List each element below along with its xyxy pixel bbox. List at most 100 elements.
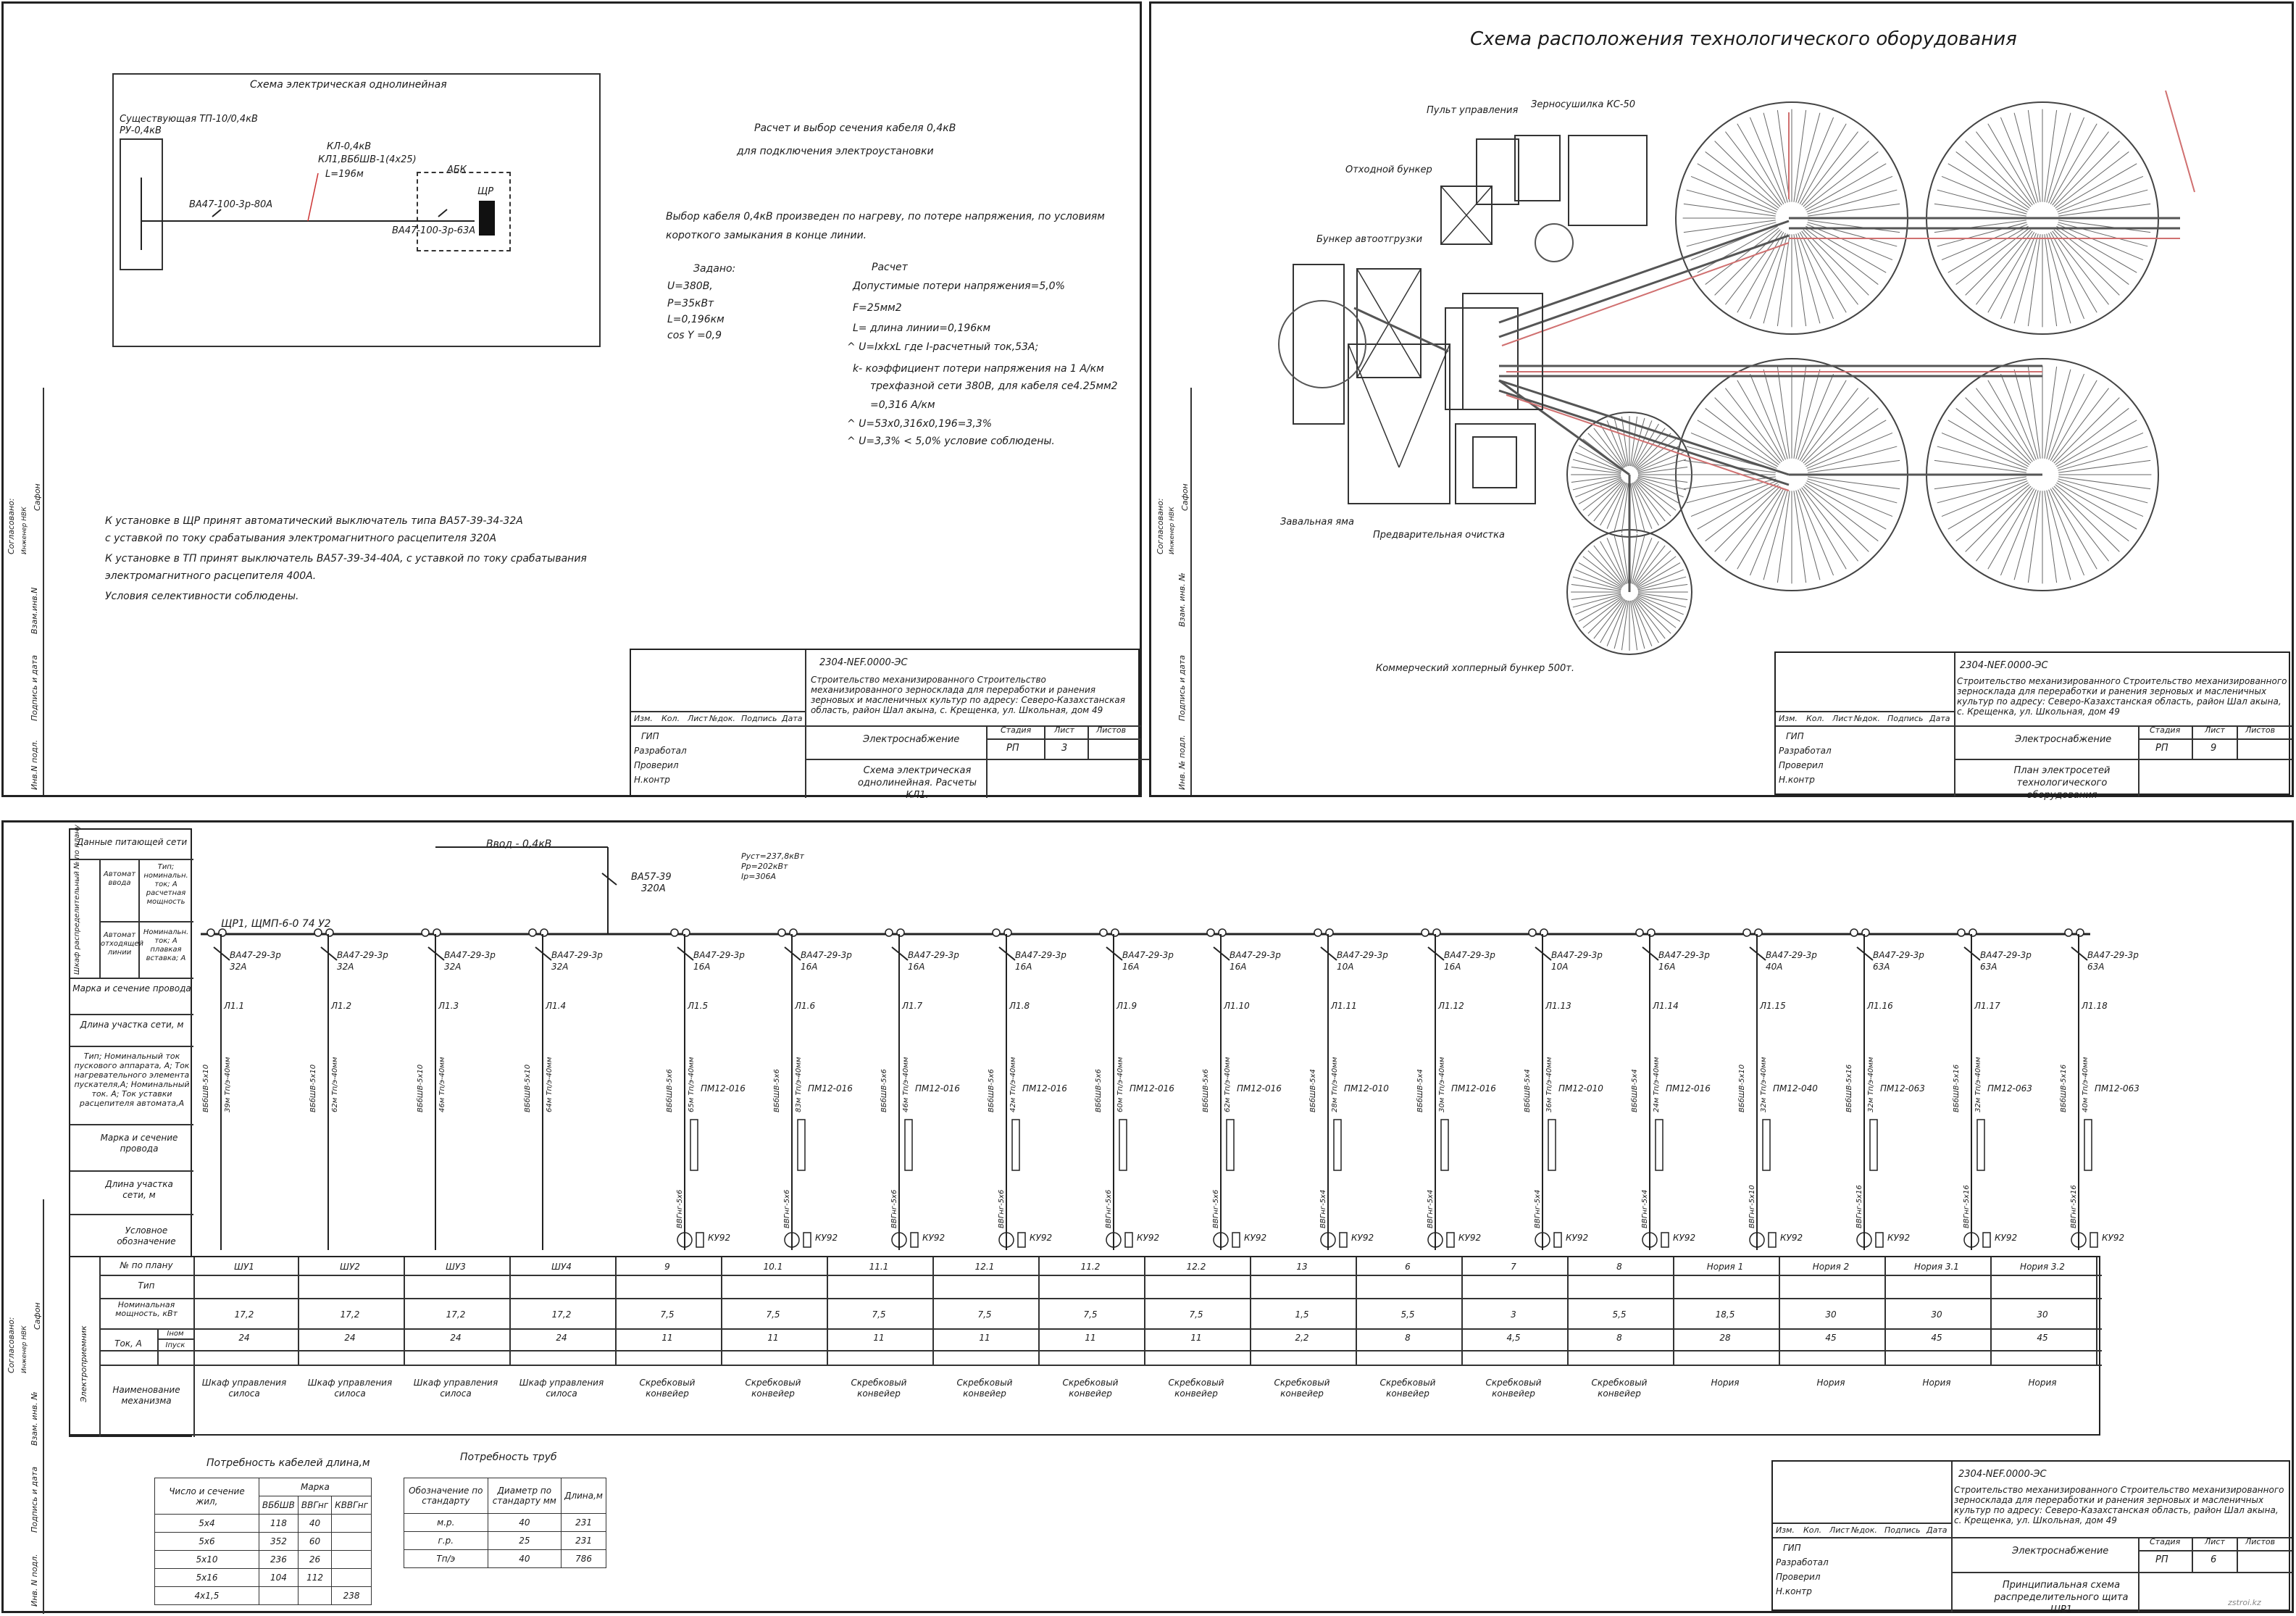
feeder-cable: ВБбШВ-5х4 <box>1416 1069 1424 1112</box>
stamp-sheets-h: Листов <box>1096 725 1127 735</box>
stamp-doc: Схема электрическая однолинейная. Расчет… <box>857 765 977 801</box>
recv-plan: ШУ3 <box>446 1262 466 1272</box>
recv-p: 7,5 <box>872 1309 886 1320</box>
feeder-breaker-amp: 32А <box>551 962 569 972</box>
recv-p: 5,5 <box>1612 1309 1627 1320</box>
feeder-breaker: ВА47-29-3р <box>1444 950 1495 960</box>
recv-mech: Нория <box>2028 1378 2057 1388</box>
feeder-starter: ПМ12-010 <box>1344 1083 1389 1094</box>
stamp-col-ndok: №док. <box>1854 714 1880 723</box>
stamp-role-2: Проверил <box>1779 760 1824 770</box>
cable-len-label: L=196м <box>325 169 364 180</box>
feeder-breaker: ВА47-29-3р <box>693 950 745 960</box>
feeder-cable: ВБбШВ-5х6 <box>773 1069 781 1112</box>
feeder-symbol: КУ92 <box>708 1233 731 1243</box>
recv-p: 30 <box>1825 1309 1837 1320</box>
feeder-line-id: Л1.2 <box>331 1001 352 1011</box>
recv-mech: Скребковый конвейер <box>1062 1378 1119 1399</box>
feeder-breaker: ВА47-29-3р <box>337 950 388 960</box>
row-length: Длина участка сети, м <box>80 1020 184 1030</box>
note-4: электромагнитного расцепителя 400А. <box>105 570 317 582</box>
row-mark: Марка и сечение провода <box>72 983 191 994</box>
pipe-table: Обозначение по стандарту Диаметр по стан… <box>404 1478 606 1568</box>
table-cell: Тп/э <box>404 1549 488 1568</box>
label-autoload: Бункер автоотгрузки <box>1316 234 1423 245</box>
stamp-col-data: Дата <box>782 714 803 723</box>
stamp-code: 2304-NEF.0000-ЭС <box>1960 660 2048 671</box>
stamp-role-1: Разработал <box>634 746 687 756</box>
recv-p: 7,5 <box>766 1309 780 1320</box>
layout-title: Схема расположения технологического обор… <box>1470 28 2017 50</box>
pipe-h-2: Длина,м <box>561 1478 606 1514</box>
title-block: 2304-NEF.0000-ЭС Строительство механизир… <box>1771 1460 2292 1615</box>
feeder-cable2: ВВГнг-5х6 <box>783 1189 791 1228</box>
label-pit: Завальная яма <box>1280 517 1354 528</box>
feeder-breaker: ВА47-29-3р <box>444 950 496 960</box>
recv-inom: 28 <box>1719 1333 1731 1343</box>
given-head: Задано: <box>693 263 736 275</box>
feeder-length: 36м Тп/э-40мм <box>1545 1057 1553 1112</box>
single-line-wires <box>141 172 475 250</box>
cable-table-title: Потребность кабелей длина,м <box>206 1457 370 1469</box>
stamp-project: Строительство механизированного Строител… <box>1957 676 2287 717</box>
feeder-cable2: ВВГнг-5х4 <box>1427 1189 1435 1228</box>
feeder-length: 30м Тп/э-40мм <box>1438 1057 1446 1112</box>
feeder-cable2: ВВГнг-5х6 <box>890 1189 898 1228</box>
table-cell: 238 <box>331 1586 372 1605</box>
feeder-symbol: КУ92 <box>2102 1233 2125 1243</box>
feeder-symbol: КУ92 <box>1673 1233 1696 1243</box>
recv-mech: Скребковый конвейер <box>851 1378 907 1399</box>
feeder-cable2: ВВГнг-5х6 <box>998 1189 1006 1228</box>
label-dryer: Зерносушилка КС-50 <box>1531 99 1636 110</box>
main-breaker-a: 320А <box>641 883 666 894</box>
feeder-breaker: ВА47-29-3р <box>1551 950 1603 960</box>
feeder-cable: ВБбШВ-5х10 <box>524 1064 532 1112</box>
row-mech: Наименование механизма <box>112 1385 180 1406</box>
feeder-line-id: Л1.12 <box>1438 1001 1464 1011</box>
pult-box <box>1476 138 1519 205</box>
label-waste: Отходной бункер <box>1345 164 1432 175</box>
table-cell: 118 <box>258 1514 299 1533</box>
feeder-line-id: Л1.3 <box>438 1001 459 1011</box>
stamp-role-2: Проверил <box>634 760 679 770</box>
table-cell: 25 <box>487 1531 562 1550</box>
feeder-breaker-amp: 16А <box>908 962 925 972</box>
table-cell <box>258 1586 299 1605</box>
feeder-line-id: Л1.11 <box>1331 1001 1357 1011</box>
feeder-breaker-amp: 63А <box>1980 962 1997 972</box>
stamp-role-3: Н.контр <box>1776 1586 1812 1596</box>
recv-mech: Шкаф управления силоса <box>307 1378 393 1399</box>
recv-inom: 4,5 <box>1506 1333 1521 1343</box>
sheet-single-line-diagram: Согласовано: Инженер НВК Сафон Взам.инв.… <box>1 1 1315 801</box>
row-nominal: Номинальная мощность, кВт <box>115 1300 178 1318</box>
recv-mech: Скребковый конвейер <box>956 1378 1013 1399</box>
calc-6: =0,316 А/км <box>870 399 935 411</box>
stamp-col-izm: Изм. <box>634 714 653 723</box>
feeder-line-id: Л1.14 <box>1653 1001 1679 1011</box>
feeder-cable2: ВВГнг-5х16 <box>1963 1185 1971 1228</box>
feeder-starter: ПМ12-010 <box>1558 1083 1603 1094</box>
cable-h-num: Число и сечение жил, <box>154 1478 259 1515</box>
recv-inom: 24 <box>450 1333 462 1343</box>
recv-plan: 8 <box>1616 1262 1622 1272</box>
feeder-line-id: Л1.9 <box>1116 1001 1137 1011</box>
recv-plan: 13 <box>1296 1262 1308 1272</box>
recv-mech: Скребковый конвейер <box>639 1378 696 1399</box>
title-block: 2304-NEF.0000-ЭС Строительство механизир… <box>630 649 1315 801</box>
calc-0: Допустимые потери напряжения=5,0% <box>853 280 1065 292</box>
recv-plan: 10.1 <box>763 1262 783 1272</box>
table-cell <box>331 1568 372 1587</box>
sheet-equipment-layout: Согласовано: Инженер НВК Сафон Взам. инв… <box>1149 1 2294 801</box>
table-cell: м.р. <box>404 1513 488 1532</box>
recv-p: 5,5 <box>1400 1309 1415 1320</box>
table-cell: 231 <box>561 1531 606 1550</box>
watermark: zstroi.kz <box>2228 1598 2261 1607</box>
calc-2: L= длина линии=0,196км <box>853 322 991 334</box>
feeder-cable: ВБбШВ-5х6 <box>666 1069 674 1112</box>
feeder-length: 39м Тп/э-40мм <box>224 1057 232 1112</box>
recv-inom: 11 <box>767 1333 779 1343</box>
feeder-length: 42м Тп/э-40мм <box>1009 1057 1017 1112</box>
row-inom: Iном <box>167 1330 184 1338</box>
shr-label: ЩР <box>477 186 494 197</box>
